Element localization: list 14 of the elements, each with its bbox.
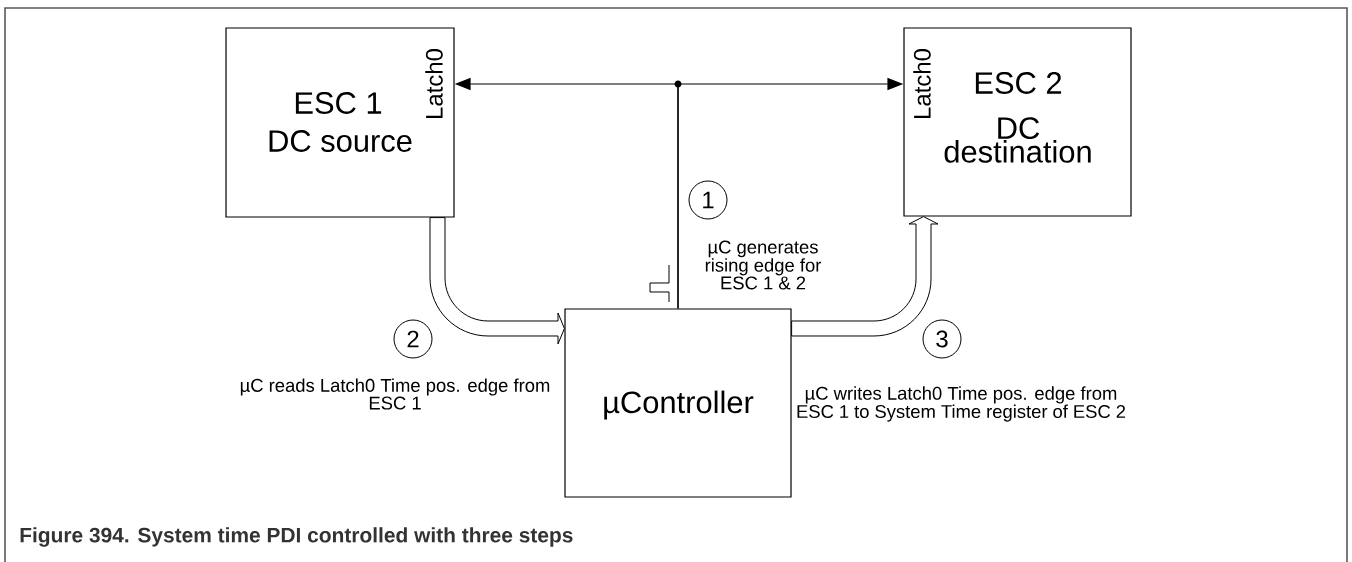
hollow-arrow [791, 216, 939, 337]
step-number: 3 [922, 319, 962, 359]
step-description: µC writes Latch0 Time pos. edge from ESC 1 to System Time register of ESC 2 [797, 386, 1126, 422]
controller-box: µController [564, 308, 792, 498]
hollow-arrow [429, 217, 565, 345]
step-description: µC reads Latch0 Time pos. edge from ESC 1 [240, 378, 550, 410]
figure-caption: Figure 394. System time PDI controlled with three steps [20, 527, 573, 547]
pin-label: Latch0 [913, 49, 931, 118]
pin-label: Latch0 [425, 49, 443, 118]
step-description: µC generates rising edge for ESC 1 & 2 [705, 240, 822, 290]
block-box: ESC 2 DC destination Latch0 [903, 27, 1132, 217]
block-box: ESC 1 DC source Latch0 [225, 27, 455, 218]
step-number: 1 [688, 180, 728, 220]
step-number: 2 [393, 319, 433, 359]
